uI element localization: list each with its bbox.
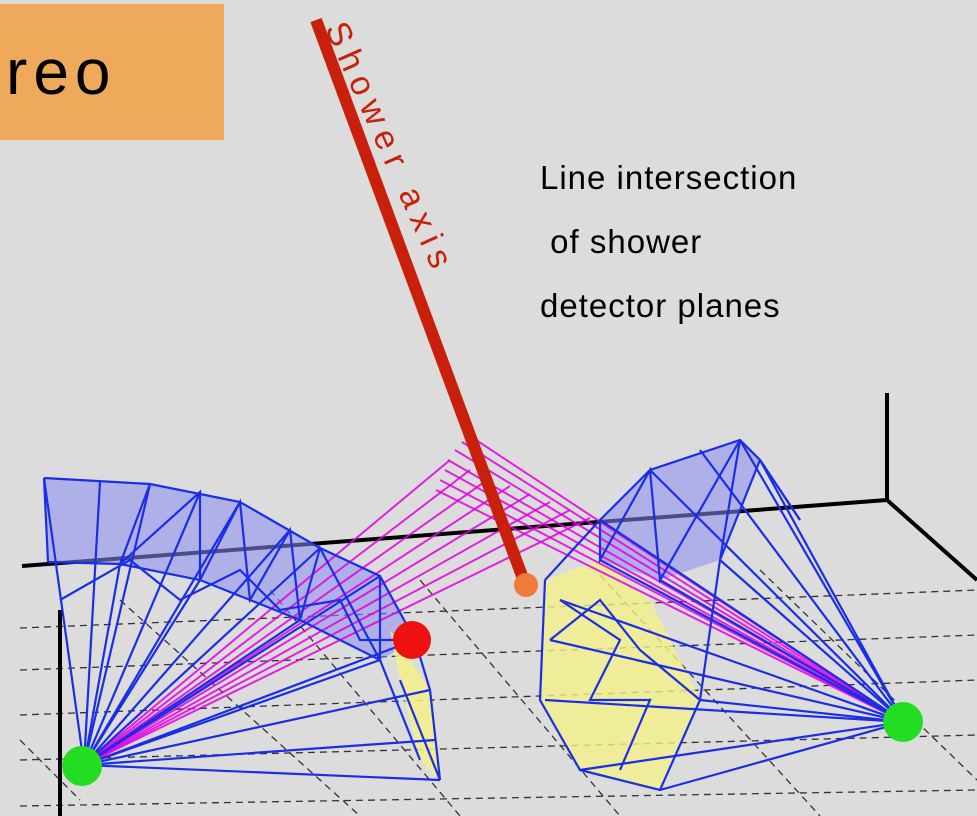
left-detector-fill (44, 478, 415, 660)
annotation-line-2: of shower (540, 223, 703, 260)
left-hit-marker (393, 621, 431, 659)
title-box: reo (0, 4, 224, 140)
intersection-annotation: Line intersection of shower detector pla… (540, 146, 797, 338)
annotation-line-1: Line intersection (540, 159, 798, 196)
left-detector-wireframe (42, 476, 442, 782)
title-text: reo (6, 36, 117, 108)
annotation-line-3: detector planes (540, 287, 781, 324)
left-station-marker (62, 746, 102, 786)
shower-axis-line (310, 17, 531, 587)
right-detector-yellow-face (540, 560, 700, 790)
shower-core-marker (514, 573, 538, 597)
left-detector-yellow-face (390, 630, 440, 780)
right-station-marker (883, 702, 923, 742)
right-detector-wireframe (538, 438, 905, 792)
